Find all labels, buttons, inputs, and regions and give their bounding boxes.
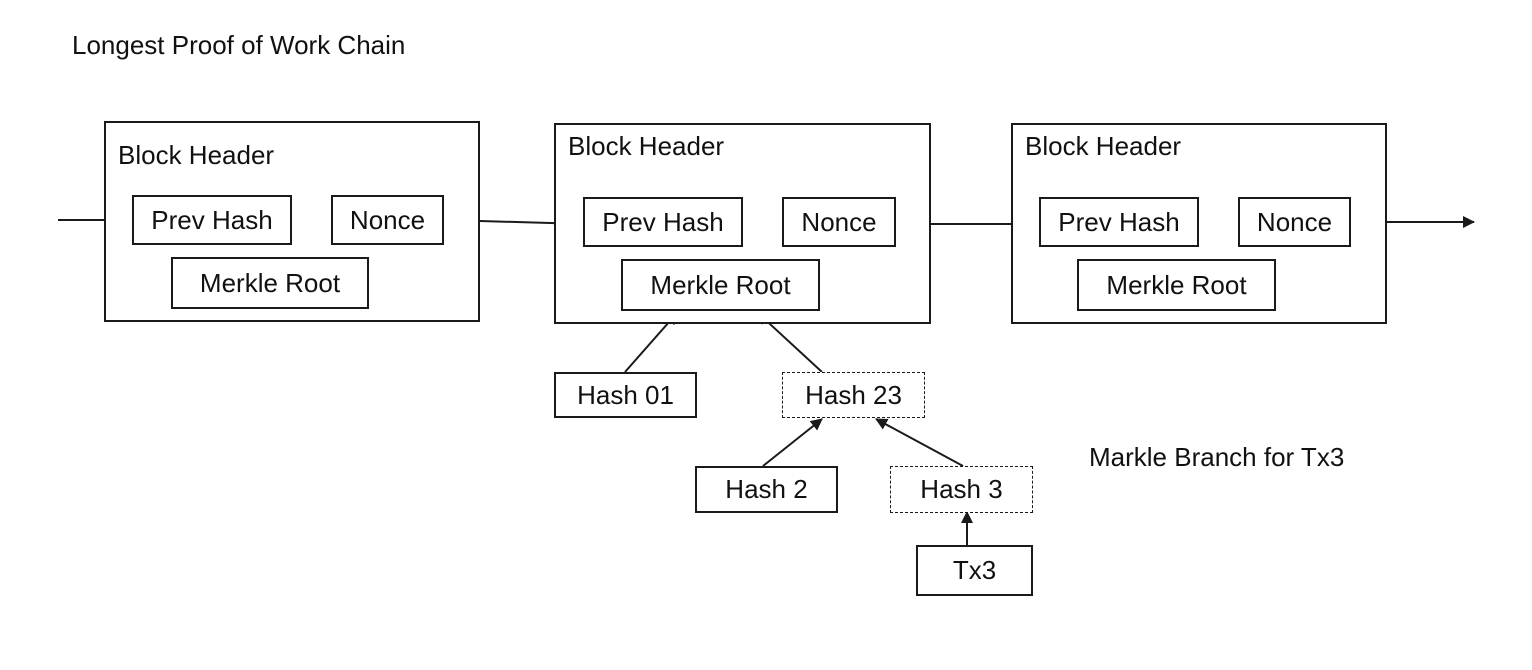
nonce-field: Nonce <box>331 195 444 245</box>
block-header-label: Block Header <box>568 131 725 161</box>
block-header-label: Block Header <box>1025 131 1182 161</box>
arrow-hash2-to-hash23 <box>762 418 823 467</box>
merkle-root-field: Merkle Root <box>621 259 820 311</box>
tx3-node: Tx3 <box>916 545 1033 596</box>
block-header-label: Block Header <box>118 140 275 170</box>
hash-2-node: Hash 2 <box>695 466 838 513</box>
arrow-hash3-to-hash23 <box>875 418 964 467</box>
merkle-branch-label: Markle Branch for Tx3 <box>1089 442 1345 472</box>
nonce-field: Nonce <box>782 197 896 247</box>
merkle-root-field: Merkle Root <box>1077 259 1276 311</box>
nonce-field: Nonce <box>1238 197 1351 247</box>
merkle-root-field: Merkle Root <box>171 257 369 309</box>
prev-hash-field: Prev Hash <box>132 195 292 245</box>
diagram-title: Longest Proof of Work Chain <box>72 30 406 60</box>
hash-23-node: Hash 23 <box>782 372 925 418</box>
hash-3-node: Hash 3 <box>890 466 1033 513</box>
prev-hash-field: Prev Hash <box>583 197 743 247</box>
hash-01-node: Hash 01 <box>554 372 697 418</box>
prev-hash-field: Prev Hash <box>1039 197 1199 247</box>
